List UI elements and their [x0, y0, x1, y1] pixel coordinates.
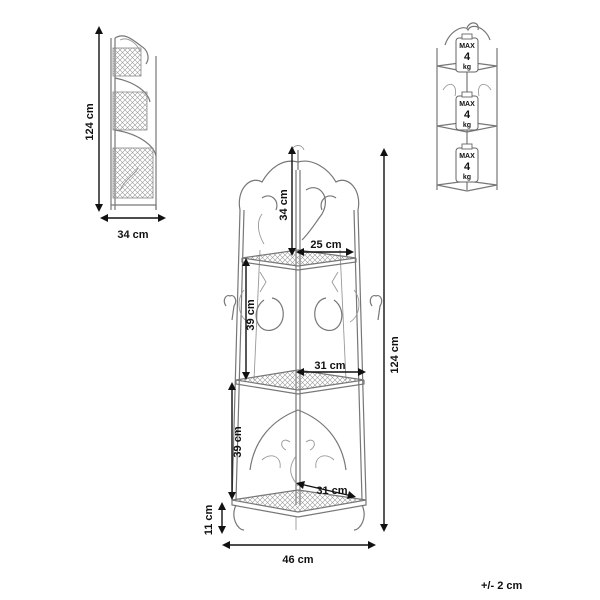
foot-height-dimension: 11 cm [203, 502, 226, 535]
side-height-label: 124 cm [84, 103, 96, 141]
side-height-dimension: 124 cm [84, 26, 103, 212]
weight-badge-max: MAX [459, 43, 475, 50]
bottom-shelf-width-dimension: 31 cm [296, 481, 356, 499]
load-view: MAX 4 kg MAX 4 kg MAX 4 kg [436, 22, 498, 192]
top-height-label: 34 cm [278, 189, 290, 220]
weight-badge-unit: kg [463, 122, 471, 129]
weight-badge: MAX 4 kg [455, 33, 479, 73]
weight-badge-unit: kg [463, 174, 471, 181]
bottom-shelf-width-label: 31 cm [316, 485, 347, 497]
weight-badge-value: 4 [464, 109, 471, 121]
weight-badge-max: MAX [459, 101, 475, 108]
middle-shelf-width-dimension: 31 cm [296, 360, 366, 376]
weight-badge-value: 4 [464, 51, 471, 63]
side-depth-dimension: 34 cm [100, 214, 166, 241]
upper-gap-dimension: 39 cm [242, 258, 257, 380]
weight-badge-max: MAX [459, 153, 475, 160]
lower-gap-label: 39 cm [232, 426, 244, 457]
total-width-label: 46 cm [282, 554, 313, 566]
front-view: 34 cm 25 cm 39 cm 31 cm 39 cm [203, 145, 401, 566]
middle-shelf-width-label: 31 cm [314, 360, 345, 372]
side-view-shelf-drawing [110, 35, 157, 210]
total-width-dimension: 46 cm [222, 541, 376, 566]
lower-gap-dimension: 39 cm [228, 382, 244, 500]
front-view-shelf-drawing [223, 145, 383, 531]
top-shelf-width-dimension: 25 cm [296, 239, 354, 256]
total-height-label: 124 cm [389, 336, 401, 374]
side-depth-label: 34 cm [117, 229, 148, 241]
upper-gap-label: 39 cm [245, 299, 257, 330]
top-shelf-width-label: 25 cm [310, 239, 341, 251]
weight-badge: MAX 4 kg [455, 143, 479, 183]
weight-badge-unit: kg [463, 64, 471, 71]
top-height-dimension: 34 cm [278, 146, 296, 256]
side-view: 124 cm 34 cm [84, 26, 166, 241]
foot-height-label: 11 cm [203, 504, 215, 535]
weight-badge: MAX 4 kg [455, 91, 479, 131]
weight-badge-value: 4 [464, 161, 471, 173]
tolerance-note: +/- 2 cm [481, 580, 523, 592]
total-height-dimension: 124 cm [380, 148, 401, 532]
